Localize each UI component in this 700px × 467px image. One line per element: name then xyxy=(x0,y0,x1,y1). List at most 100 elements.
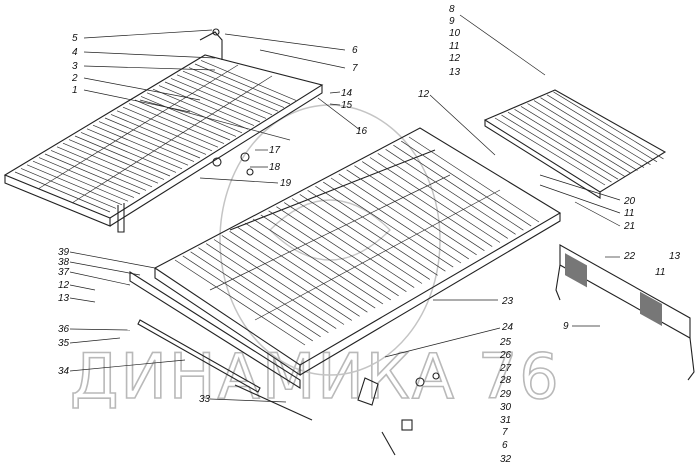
upper-floor-slat xyxy=(26,164,123,206)
callout-38: 38 xyxy=(58,257,70,268)
upper-floor-slat xyxy=(152,88,249,130)
upper-floor-slat xyxy=(38,157,135,198)
watermark-text: ДИНАМИКА 76 xyxy=(70,340,561,413)
hardware-cluster xyxy=(212,152,440,456)
rear-board-slat xyxy=(546,94,658,163)
callout-7-hw: 7 xyxy=(502,427,508,438)
main-floor-slat xyxy=(408,136,540,223)
callout-19: 19 xyxy=(280,178,292,189)
callout-9: 9 xyxy=(449,16,455,27)
main-floor-slat xyxy=(268,210,399,297)
side-board xyxy=(555,244,695,381)
callout-33: 33 xyxy=(199,394,211,405)
main-floor-slat xyxy=(299,194,430,280)
main-floor-slat xyxy=(354,165,485,251)
callout-13-right: 13 xyxy=(669,251,681,262)
callout-26: 26 xyxy=(499,350,512,361)
main-floor-slat xyxy=(276,206,407,292)
callout-32: 32 xyxy=(500,454,512,465)
callout-6: 6 xyxy=(352,45,358,56)
callout-15: 15 xyxy=(341,100,353,111)
callout-3: 3 xyxy=(72,61,78,72)
callout-29: 29 xyxy=(499,389,512,400)
upper-floor-slats xyxy=(14,60,297,213)
upper-floor-slat xyxy=(164,81,261,123)
callout-11: 11 xyxy=(449,41,459,52)
main-floor-slat xyxy=(260,214,391,301)
main-floor-slat xyxy=(245,222,376,309)
callout-14: 14 xyxy=(341,88,353,99)
upper-floor-slat xyxy=(86,128,183,170)
rear-board-panel xyxy=(483,89,667,199)
upper-floor-slat xyxy=(128,103,225,144)
main-floor-slat xyxy=(182,255,313,342)
upper-floor-slat xyxy=(170,78,267,119)
callout-13: 13 xyxy=(449,67,461,78)
callout-12-right: 12 xyxy=(418,89,430,100)
rear-board-slat xyxy=(507,111,619,180)
callout-16: 16 xyxy=(356,126,368,137)
main-floor-slat xyxy=(338,173,469,260)
callout-labels: 5 4 3 2 1 6 7 14 15 16 17 18 19 8 9 10 1… xyxy=(58,4,681,465)
callout-6-hw: 6 xyxy=(502,440,508,451)
upper-floor-slat xyxy=(134,99,231,141)
main-floor-slat xyxy=(377,153,508,239)
callout-8: 8 xyxy=(449,4,455,15)
callout-9-side: 9 xyxy=(563,321,569,332)
callout-12: 12 xyxy=(449,53,461,64)
callout-27: 27 xyxy=(499,363,512,374)
callout-31: 31 xyxy=(500,415,511,426)
callout-28: 28 xyxy=(499,375,512,386)
callout-37: 37 xyxy=(58,267,70,278)
upper-floor-slat xyxy=(68,139,165,180)
main-floor-slat xyxy=(307,190,438,276)
rear-board-slat xyxy=(494,117,606,186)
callout-35: 35 xyxy=(58,338,70,349)
main-floor-slat xyxy=(229,231,360,317)
upper-floor-slat xyxy=(14,171,111,213)
upper-floor-slat xyxy=(44,153,141,195)
main-floor-slat xyxy=(252,218,384,305)
main-floor-slat xyxy=(369,157,501,243)
upper-floor-slat xyxy=(116,110,213,152)
callout-4: 4 xyxy=(72,47,78,58)
upper-floor-slat xyxy=(176,74,273,116)
callout-24: 24 xyxy=(501,322,514,333)
main-floor-slat xyxy=(401,140,532,227)
main-floor-slat xyxy=(213,239,345,325)
callout-11-side: 11 xyxy=(655,267,665,278)
upper-floor-slat xyxy=(158,85,255,126)
rear-board-slat xyxy=(520,106,632,174)
rear-board-slat xyxy=(553,91,664,160)
callout-20: 20 xyxy=(623,196,636,207)
main-floor-slat xyxy=(190,251,321,338)
callout-23: 23 xyxy=(501,296,514,307)
callout-1: 1 xyxy=(72,85,78,96)
callout-21: 21 xyxy=(623,221,635,232)
upper-floor-slat xyxy=(80,132,177,173)
callout-18: 18 xyxy=(269,162,281,173)
callout-10: 10 xyxy=(449,28,461,39)
upper-floor-slat xyxy=(182,70,279,112)
callout-17: 17 xyxy=(269,145,281,156)
callout-7: 7 xyxy=(352,63,358,74)
main-floor-slat xyxy=(237,226,368,313)
callout-12-left: 12 xyxy=(58,280,70,291)
upper-floor-slat xyxy=(104,117,201,159)
callout-11-right: 11 xyxy=(624,208,634,219)
upper-floor-slat xyxy=(20,168,117,209)
main-floor-slat xyxy=(362,161,493,247)
watermark-ring xyxy=(219,104,441,376)
upper-floor-slat xyxy=(110,114,207,155)
main-floor-slat xyxy=(291,198,423,284)
upper-floor-slat xyxy=(62,142,159,184)
upper-floor-slat xyxy=(92,124,189,166)
upper-floor-slat xyxy=(140,96,237,137)
callout-13-left: 13 xyxy=(58,293,70,304)
callout-25: 25 xyxy=(499,337,512,348)
rear-board-slat xyxy=(527,103,638,171)
main-floor-slat xyxy=(221,235,352,321)
upper-floor-slat xyxy=(56,146,153,188)
